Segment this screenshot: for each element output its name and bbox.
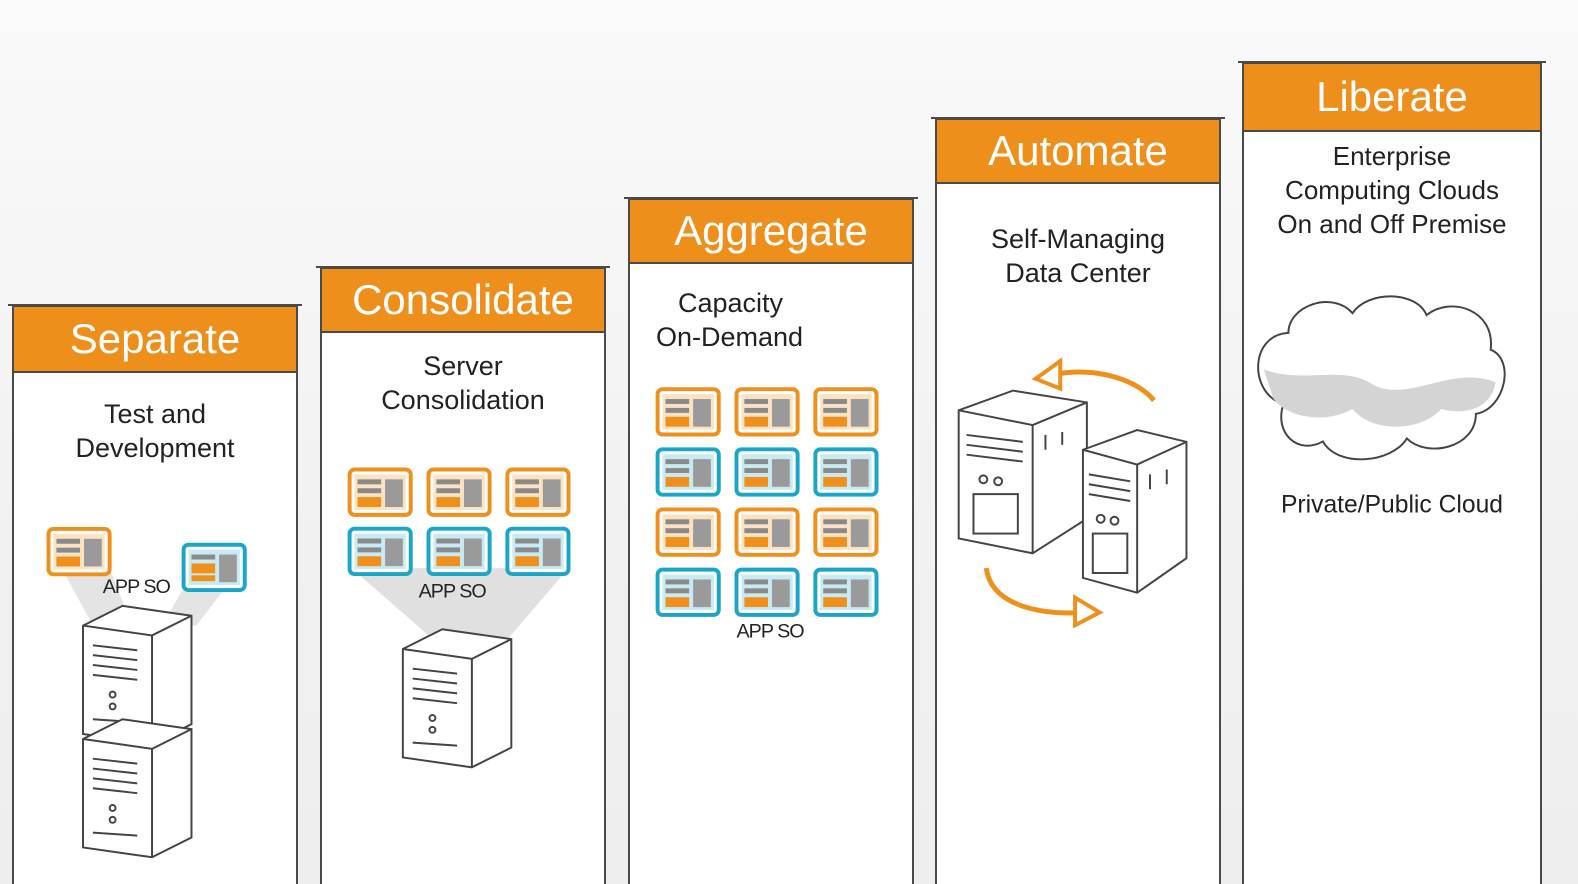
stage-header: Liberate: [1244, 64, 1540, 132]
app-window-icon: [813, 387, 879, 437]
app-window-icon: [655, 387, 721, 437]
cycle-arrow-icon: [1049, 369, 1156, 403]
app-window-icon: [46, 526, 112, 577]
projection-beam: [351, 568, 569, 638]
stage-title: Consolidate: [352, 276, 574, 323]
app-window-icon: [655, 507, 721, 557]
stage-header: Automate: [937, 120, 1219, 184]
cloud-caption: Private/Public Cloud: [1281, 491, 1503, 518]
app-window-icon: [181, 542, 247, 593]
app-window-icon: [426, 526, 492, 577]
stage-title: Automate: [988, 127, 1168, 174]
server-icon: [1081, 428, 1188, 594]
app-window-icon: [505, 526, 571, 577]
stage-description: Enterprise Computing Clouds On and Off P…: [1277, 141, 1507, 239]
stage-description: Self-Managing Data Center: [990, 224, 1166, 288]
server-icon: [957, 389, 1088, 555]
app-label: APP SO: [419, 581, 487, 603]
stage-title: Aggregate: [674, 207, 868, 254]
server-icon: [82, 604, 193, 745]
server-icon: [401, 628, 513, 769]
app-window-icon: [813, 567, 879, 617]
app-window-icon: [734, 567, 800, 617]
app-window-icon: [347, 467, 413, 517]
app-window-icon: [734, 447, 800, 497]
stage-title: Liberate: [1316, 73, 1468, 120]
stage-description: Capacity On-Demand: [656, 288, 804, 352]
stage-separate: Separate Test and Development APP SO: [8, 304, 302, 884]
app-window-icon: [347, 526, 413, 577]
stage-header: Consolidate: [322, 269, 604, 333]
consolidate-illustration: APP SO: [347, 467, 571, 769]
stage-consolidate: Consolidate Server Consolidation APP SO: [316, 266, 610, 884]
stage-header: Separate: [14, 307, 296, 373]
app-window-icon: [426, 467, 492, 517]
aggregate-illustration: APP SO: [655, 387, 879, 643]
cycle-arrow-icon: [983, 567, 1086, 616]
stage-description: Server Consolidation: [381, 351, 545, 415]
liberate-illustration: Private/Public Cloud: [1257, 295, 1506, 518]
app-window-icon: [655, 447, 721, 497]
app-label: APP SO: [736, 621, 804, 643]
cloud-icon: [1257, 295, 1506, 461]
stage-header: Aggregate: [630, 200, 912, 264]
app-window-icon: [813, 507, 879, 557]
server-icon: [82, 718, 193, 859]
app-window-icon: [505, 467, 571, 517]
app-window-icon: [734, 387, 800, 437]
stage-description: Test and Development: [75, 399, 235, 463]
stage-title: Separate: [69, 315, 241, 362]
app-window-icon: [655, 567, 721, 617]
stage-automate: Automate Self-Managing Data Center: [931, 117, 1225, 884]
app-window-icon: [813, 447, 879, 497]
separate-illustration: APP SO: [46, 526, 247, 859]
app-label: APP SO: [103, 576, 171, 598]
stage-liberate: Liberate Enterprise Computing Clouds On …: [1238, 61, 1546, 884]
automate-illustration: [957, 357, 1188, 629]
app-window-icon: [734, 507, 800, 557]
stage-aggregate: Aggregate Capacity On-Demand APP SO: [624, 197, 918, 884]
